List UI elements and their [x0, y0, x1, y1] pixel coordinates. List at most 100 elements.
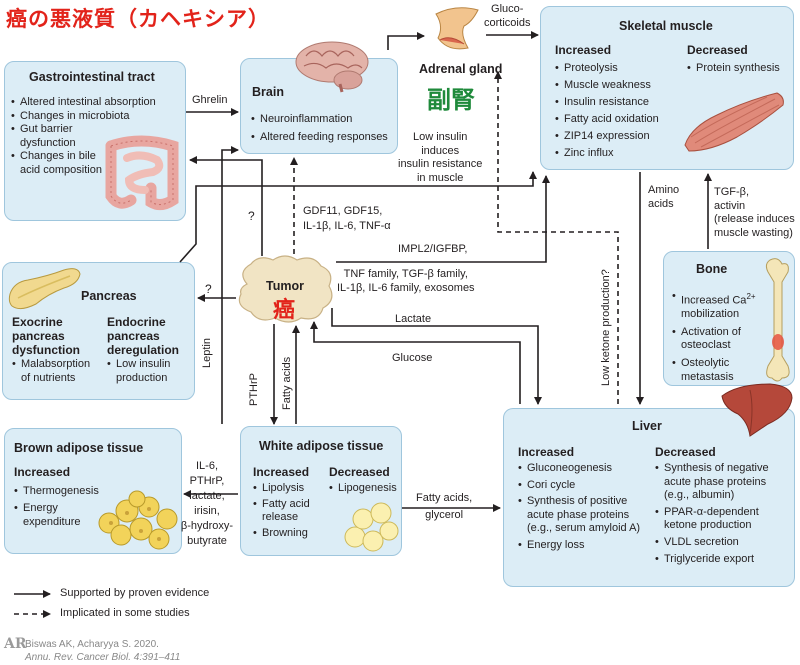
- brown-increased-list: Thermogenesis Energy expenditure: [14, 484, 124, 529]
- muscle-icon: [684, 92, 784, 152]
- label-ghrelin: Ghrelin: [192, 94, 228, 106]
- list-item: Triglyceride export: [655, 553, 793, 567]
- brown-fat-icon: [98, 490, 178, 550]
- legend-solid-label: Supported by proven evidence: [60, 587, 210, 599]
- adrenal-gland-title: Adrenal gland: [419, 62, 503, 76]
- list-item: Neuroinflammation: [251, 113, 397, 127]
- bone-item-ca-sup: 2+: [746, 292, 756, 301]
- list-item: Energy expenditure: [14, 501, 95, 529]
- white-decreased-list: Lipogenesis: [329, 482, 401, 496]
- bone-title: Bone: [696, 262, 728, 276]
- list-item: Changes in microbiota: [11, 110, 129, 124]
- arrow-tumor-gi: [189, 156, 263, 256]
- label-fatty-acids: Fatty acids: [281, 356, 293, 410]
- label-lactate: Lactate: [395, 313, 432, 325]
- citation-line-2: Annu. Rev. Cancer Biol. 4:391–411: [25, 652, 181, 663]
- label-gdf: GDF11, GDF15, IL-1β, IL-6, TNF-α: [303, 205, 391, 232]
- arrow-tumor-liver-lactate: [331, 308, 542, 405]
- annual-reviews-logo: AR: [4, 636, 27, 652]
- label-tnf: TNF family, TGF-β family, IL-1β, IL-6 fa…: [337, 268, 475, 294]
- list-item: Energy loss: [518, 539, 648, 553]
- list-item: Gluconeogenesis: [518, 462, 648, 476]
- tumor-title: Tumor: [266, 279, 304, 293]
- brain-box: Brain Neuroinflammation Altered feeding …: [240, 58, 398, 154]
- list-item: PPAR-α-dependent ketone production: [655, 506, 793, 533]
- list-item: Zinc influx: [555, 145, 685, 162]
- skeletal-decreased-label: Decreased: [687, 43, 748, 57]
- list-item: Malabsorption of nutrients: [12, 358, 102, 385]
- label-leptin: Leptin: [201, 338, 213, 368]
- label-brown-factors: IL-6, PTHrP, lactate, irisin, β-hydroxy-…: [180, 460, 234, 547]
- list-item: Browning: [253, 527, 327, 541]
- arrow-brain-adrenal: [387, 32, 425, 50]
- brown-adipose-title: Brown adipose tissue: [14, 441, 144, 455]
- list-item: Low insulin production: [107, 358, 195, 385]
- label-glucocorticoids: Gluco- corticoids: [484, 3, 531, 29]
- list-item: Thermogenesis: [14, 484, 124, 498]
- label-question-2: ?: [205, 282, 212, 296]
- list-item: Activation of osteoclast: [672, 326, 764, 353]
- liver-increased-list: Gluconeogenesis Cori cycle Synthesis of …: [518, 462, 648, 553]
- liver-increased-label: Increased: [518, 445, 575, 459]
- bone-item-ca-suffix: mobilization: [681, 308, 740, 321]
- list-item: Protein synthesis: [687, 60, 797, 77]
- liver-icon: [721, 383, 793, 437]
- arrow-leptin: [221, 146, 239, 424]
- brown-adipose-box: Brown adipose tissue Increased Thermogen…: [4, 428, 182, 554]
- skeletal-muscle-title: Skeletal muscle: [619, 19, 713, 33]
- white-adipose-title: White adipose tissue: [259, 439, 384, 453]
- pancreas-icon: [8, 268, 81, 310]
- intestine-icon: [105, 135, 179, 211]
- liver-title: Liver: [632, 419, 662, 433]
- list-item: Osteolytic metastasis: [672, 357, 764, 384]
- list-item: Insulin resistance: [555, 94, 685, 111]
- liver-box: Liver Increased Gluconeogenesis Cori cyc…: [503, 408, 795, 587]
- list-item: VLDL secretion: [655, 536, 793, 550]
- legend-dashed-label: Implicated in some studies: [60, 607, 190, 619]
- bone-box: Bone Increased Ca2+mobilization Activati…: [663, 251, 795, 386]
- list-item: Proteolysis: [555, 60, 685, 77]
- gi-tract-title: Gastrointestinal tract: [29, 70, 155, 84]
- white-fat-icon: [344, 502, 399, 552]
- brown-increased-label: Increased: [14, 465, 71, 479]
- list-item: Altered feeding responses: [251, 131, 397, 145]
- adrenal-gland-icon: [435, 7, 479, 50]
- list-item: Synthesis of positive acute phase protei…: [518, 495, 648, 536]
- endocrine-label: Endocrine pancreas deregulation: [107, 315, 180, 357]
- label-glucose: Glucose: [392, 352, 433, 364]
- list-item: Lipolysis: [253, 482, 327, 496]
- list-item: Fatty acid release: [253, 498, 327, 525]
- white-increased-label: Increased: [253, 465, 310, 479]
- list-item: Synthesis of negative acute phase protei…: [655, 462, 793, 503]
- label-low-insulin: Low insulin induces insulin resistance i…: [398, 131, 483, 184]
- citation-line-1: Biswas AK, Acharyya S. 2020.: [25, 639, 159, 650]
- arrow-tumor-muscle: [336, 175, 550, 263]
- endocrine-list: Low insulin production: [107, 358, 195, 385]
- main-title: 癌の悪液質（カヘキシア）: [6, 7, 270, 31]
- label-ketone: Low ketone production?: [600, 269, 612, 386]
- white-adipose-box: White adipose tissue Increased Lipolysis…: [240, 426, 402, 556]
- tumor-icon: [238, 255, 333, 323]
- bone-icon: [765, 258, 790, 382]
- gi-tract-box: Gastrointestinal tract Altered intestina…: [4, 61, 186, 221]
- label-amino-acids: Amino acids: [648, 184, 680, 210]
- brain-title: Brain: [252, 85, 284, 99]
- skeletal-increased-label: Increased: [555, 43, 612, 57]
- exocrine-label: Exocrine pancreas dysfunction: [12, 315, 80, 357]
- skeletal-muscle-box: Skeletal muscle Increased Proteolysis Mu…: [540, 6, 794, 170]
- skeletal-decreased-list: Protein synthesis: [687, 60, 797, 77]
- arrow-ketone-dashed: [494, 71, 619, 404]
- list-item: Cori cycle: [518, 479, 648, 493]
- label-fa-glycerol: Fatty acids, glycerol: [416, 492, 473, 521]
- adrenal-kanji: 副腎: [427, 86, 475, 114]
- pancreas-title: Pancreas: [81, 289, 137, 303]
- brain-icon: [295, 41, 369, 93]
- liver-decreased-list: Synthesis of negative acute phase protei…: [655, 462, 793, 566]
- list-item: Changes in bile acid composition: [11, 150, 109, 177]
- arrow-liver-tumor-glucose: [310, 321, 521, 404]
- list-item: Fatty acid oxidation: [555, 111, 685, 128]
- list-item: ZIP14 expression: [555, 128, 685, 145]
- label-question-1: ?: [248, 209, 255, 223]
- liver-decreased-label: Decreased: [655, 445, 716, 459]
